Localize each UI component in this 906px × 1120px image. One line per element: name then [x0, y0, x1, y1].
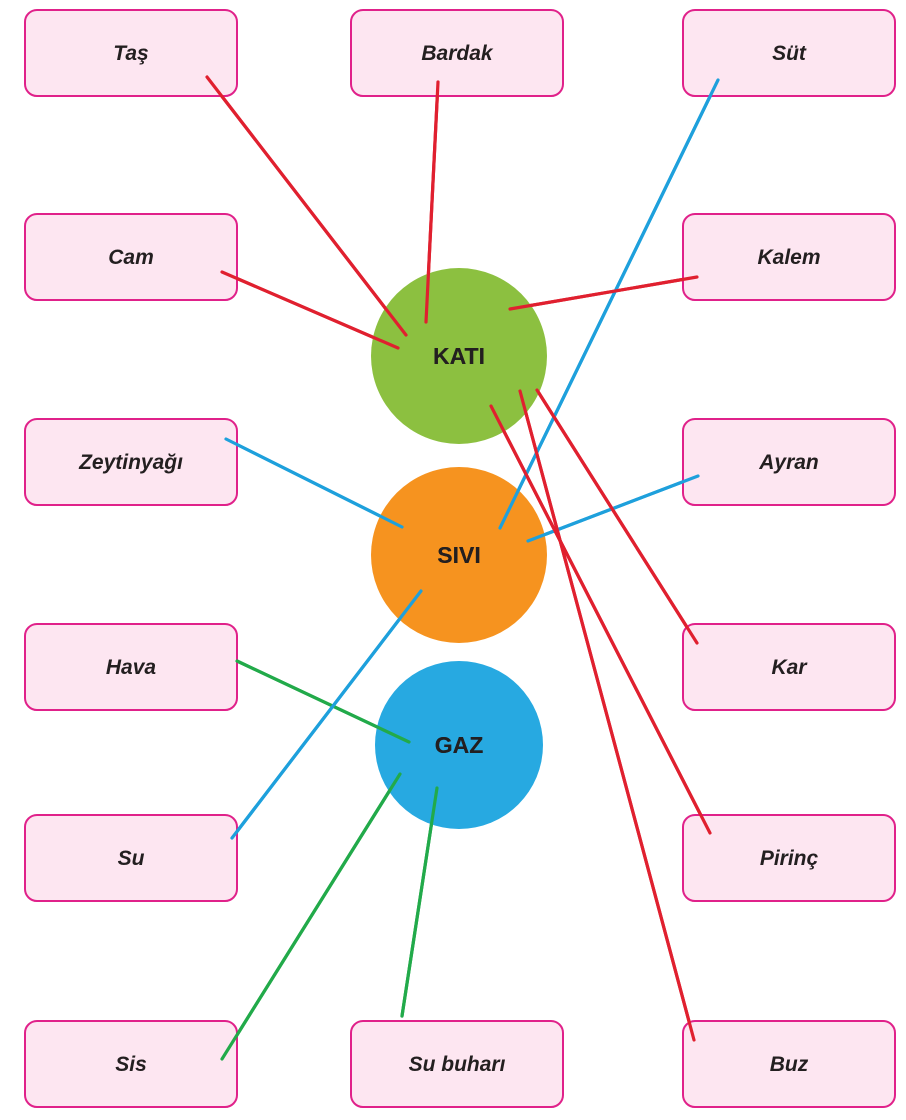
category-label-top-sivi: SIVI [437, 542, 480, 568]
connection-lines-overlay [205, 75, 720, 1061]
item-label-su-buhari: Su buharı [409, 1053, 506, 1076]
item-box-frame [682, 1020, 896, 1108]
category-circle-shape [375, 661, 543, 829]
item-label-ayran: Ayran [758, 451, 819, 474]
item-box-su[interactable]: Su [24, 814, 238, 902]
item-label-zeytinyagi: Zeytinyağı [78, 451, 183, 474]
item-label-kalem: Kalem [757, 246, 820, 269]
item-box-frame [24, 213, 238, 301]
item-box-zeytinyagi[interactable]: Zeytinyağı [24, 418, 238, 506]
item-label-hava: Hava [106, 656, 157, 679]
item-box-pirinc[interactable]: Pirinç [682, 814, 896, 902]
category-label-sivi: SIVI [437, 542, 480, 568]
category-label-top-kati: KATI [433, 343, 485, 369]
connection-line-overlay-cam [220, 270, 400, 350]
connection-line-overlay-hava [235, 659, 411, 744]
connection-line-overlay-zeytinyagi [224, 437, 404, 529]
connection-line-overlay-su-buhari [400, 786, 439, 1018]
item-box-tas[interactable]: Taş [24, 9, 238, 97]
item-box-frame [24, 623, 238, 711]
item-box-cam[interactable]: Cam [24, 213, 238, 301]
item-box-frame [24, 418, 238, 506]
category-labels-top: KATI SIVI GAZ [433, 343, 485, 758]
connection-line-overlay-su [230, 589, 423, 840]
item-box-frame [24, 1020, 238, 1108]
item-label-tas: Taş [113, 42, 148, 65]
item-label-pirinc: Pirinç [760, 847, 819, 870]
item-box-frame [350, 1020, 564, 1108]
category-circle-shape [371, 268, 547, 444]
item-box-frame [682, 814, 896, 902]
item-label-cam: Cam [108, 246, 154, 269]
category-label-gaz: GAZ [435, 732, 484, 758]
item-box-sut[interactable]: Süt [682, 9, 896, 97]
connection-line-overlay-bardak [424, 80, 440, 324]
item-box-kalem[interactable]: Kalem [682, 213, 896, 301]
category-circles: KATI SIVI GAZ [371, 268, 547, 829]
connection-line-overlay-kar [535, 388, 699, 645]
item-box-frame [350, 9, 564, 97]
item-box-kar[interactable]: Kar [682, 623, 896, 711]
item-box-su-buhari[interactable]: Su buharı [350, 1020, 564, 1108]
item-box-frame [682, 623, 896, 711]
item-label-su: Su [118, 847, 145, 870]
item-box-ayran[interactable]: Ayran [682, 418, 896, 506]
item-label-sut: Süt [772, 42, 807, 65]
connection-line-overlay-pirinc [489, 404, 712, 835]
item-box-frame [682, 213, 896, 301]
item-box-buz[interactable]: Buz [682, 1020, 896, 1108]
item-box-hava[interactable]: Hava [24, 623, 238, 711]
item-box-bardak[interactable]: Bardak [350, 9, 564, 97]
connection-line-overlay-kalem [508, 275, 699, 311]
category-circle-kati[interactable]: KATI [371, 268, 547, 444]
item-box-sis[interactable]: Sis [24, 1020, 238, 1108]
item-label-kar: Kar [771, 656, 808, 679]
connection-line-overlay-buz [518, 389, 696, 1042]
connection-line-overlay-tas [205, 75, 408, 337]
category-label-top-gaz: GAZ [435, 732, 484, 758]
connection-line-overlay-sis [220, 772, 402, 1061]
item-label-bardak: Bardak [421, 42, 494, 65]
item-box-frame [682, 9, 896, 97]
item-box-frame [682, 418, 896, 506]
category-circle-gaz[interactable]: GAZ [375, 661, 543, 829]
category-label-kati: KATI [433, 343, 485, 369]
item-box-frame [24, 814, 238, 902]
item-label-buz: Buz [770, 1053, 809, 1076]
item-label-sis: Sis [115, 1053, 147, 1076]
item-box-frame [24, 9, 238, 97]
